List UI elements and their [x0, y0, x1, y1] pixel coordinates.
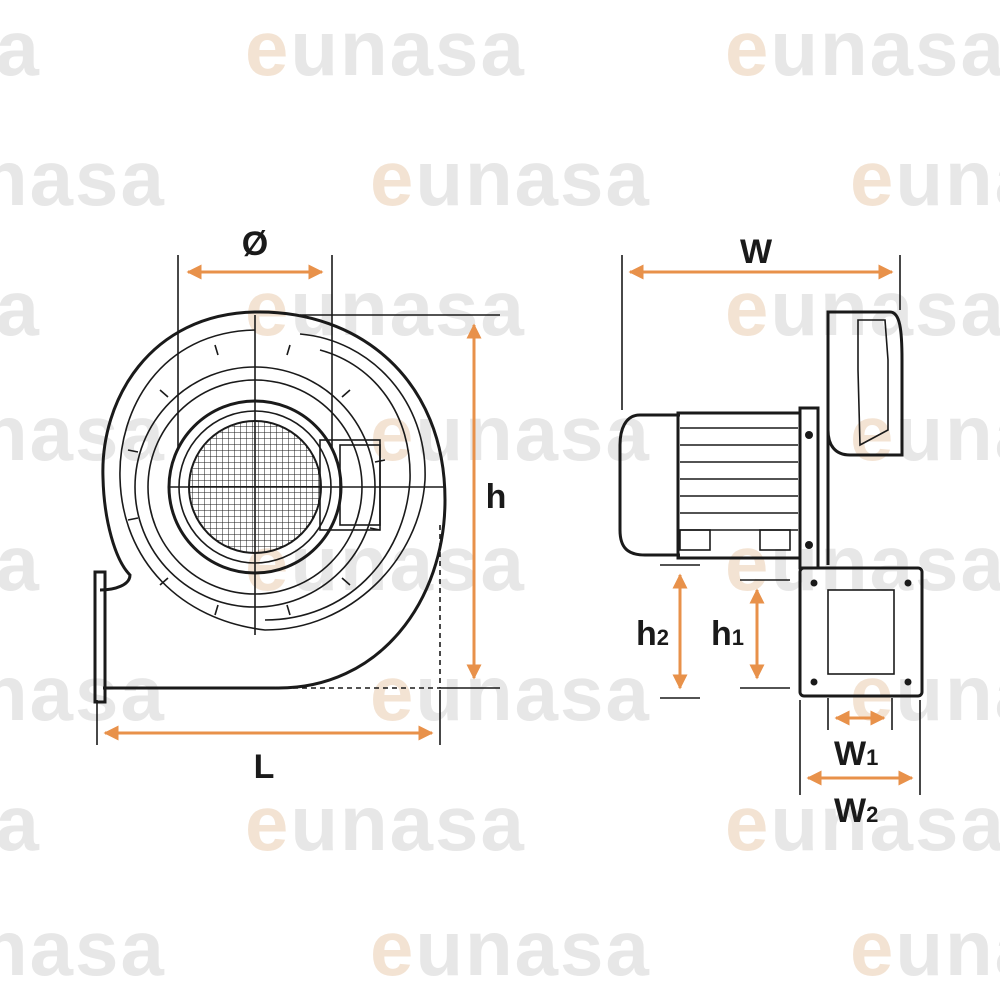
watermark-logo: eunasa [850, 134, 1000, 222]
watermark-logo: eunasa [370, 389, 651, 477]
watermark-logo: eunasa [370, 904, 651, 992]
watermark-logo: eunasa [725, 519, 1000, 607]
watermark-logo: eunasa [850, 649, 1000, 737]
label-h2: h2 [636, 615, 669, 653]
label-h1-main: h [711, 615, 732, 653]
watermark-logo: eunasa [725, 4, 1000, 92]
front-view [93, 255, 500, 745]
dimension-labels: Ø h L W h2 h1 W1 W2 [242, 225, 879, 830]
watermark-logo: eunasa [370, 134, 651, 222]
watermark-logo: eunasa [850, 904, 1000, 992]
label-W2: W2 [834, 792, 878, 830]
label-h1: h1 [711, 615, 744, 653]
label-W1: W1 [834, 735, 878, 773]
watermark-logo: eunasa [0, 649, 166, 737]
label-h2-main: h [636, 615, 657, 653]
label-W2-sub: 2 [866, 802, 878, 827]
label-diameter: Ø [242, 225, 268, 263]
watermark-logo: eunasa [725, 264, 1000, 352]
label-h2-sub: 2 [657, 625, 669, 650]
label-h1-sub: 1 [732, 625, 744, 650]
watermark-logo: eunasa [0, 519, 41, 607]
label-W: W [740, 233, 773, 271]
watermark-layer: eunasa eunasa eunasa eunasa eunasa eunasa euna… [0, 4, 1000, 992]
label-W2-main: W [834, 792, 867, 830]
watermark-logo: eunasa [0, 904, 166, 992]
watermark-logo: eunasa [0, 4, 41, 92]
dimension-arrows [103, 264, 914, 786]
watermark-logo: eunasa [370, 649, 651, 737]
label-L: L [254, 748, 275, 786]
watermark-logo: eunasa [0, 264, 41, 352]
watermark-logo: eunasa [0, 779, 41, 867]
label-W1-sub: 1 [866, 745, 878, 770]
watermark-logo: eunasa [245, 264, 526, 352]
label-h: h [486, 478, 507, 516]
watermark-logo: eunasa [725, 779, 1000, 867]
watermark-logo: eunasa [0, 134, 166, 222]
watermark-logo: eunasa [245, 779, 526, 867]
watermark-logo: eunasa [245, 4, 526, 92]
side-view [618, 255, 924, 795]
label-W1-main: W [834, 735, 867, 773]
watermark-logo: eunasa [850, 389, 1000, 477]
watermark-logo: eunasa [0, 389, 166, 477]
